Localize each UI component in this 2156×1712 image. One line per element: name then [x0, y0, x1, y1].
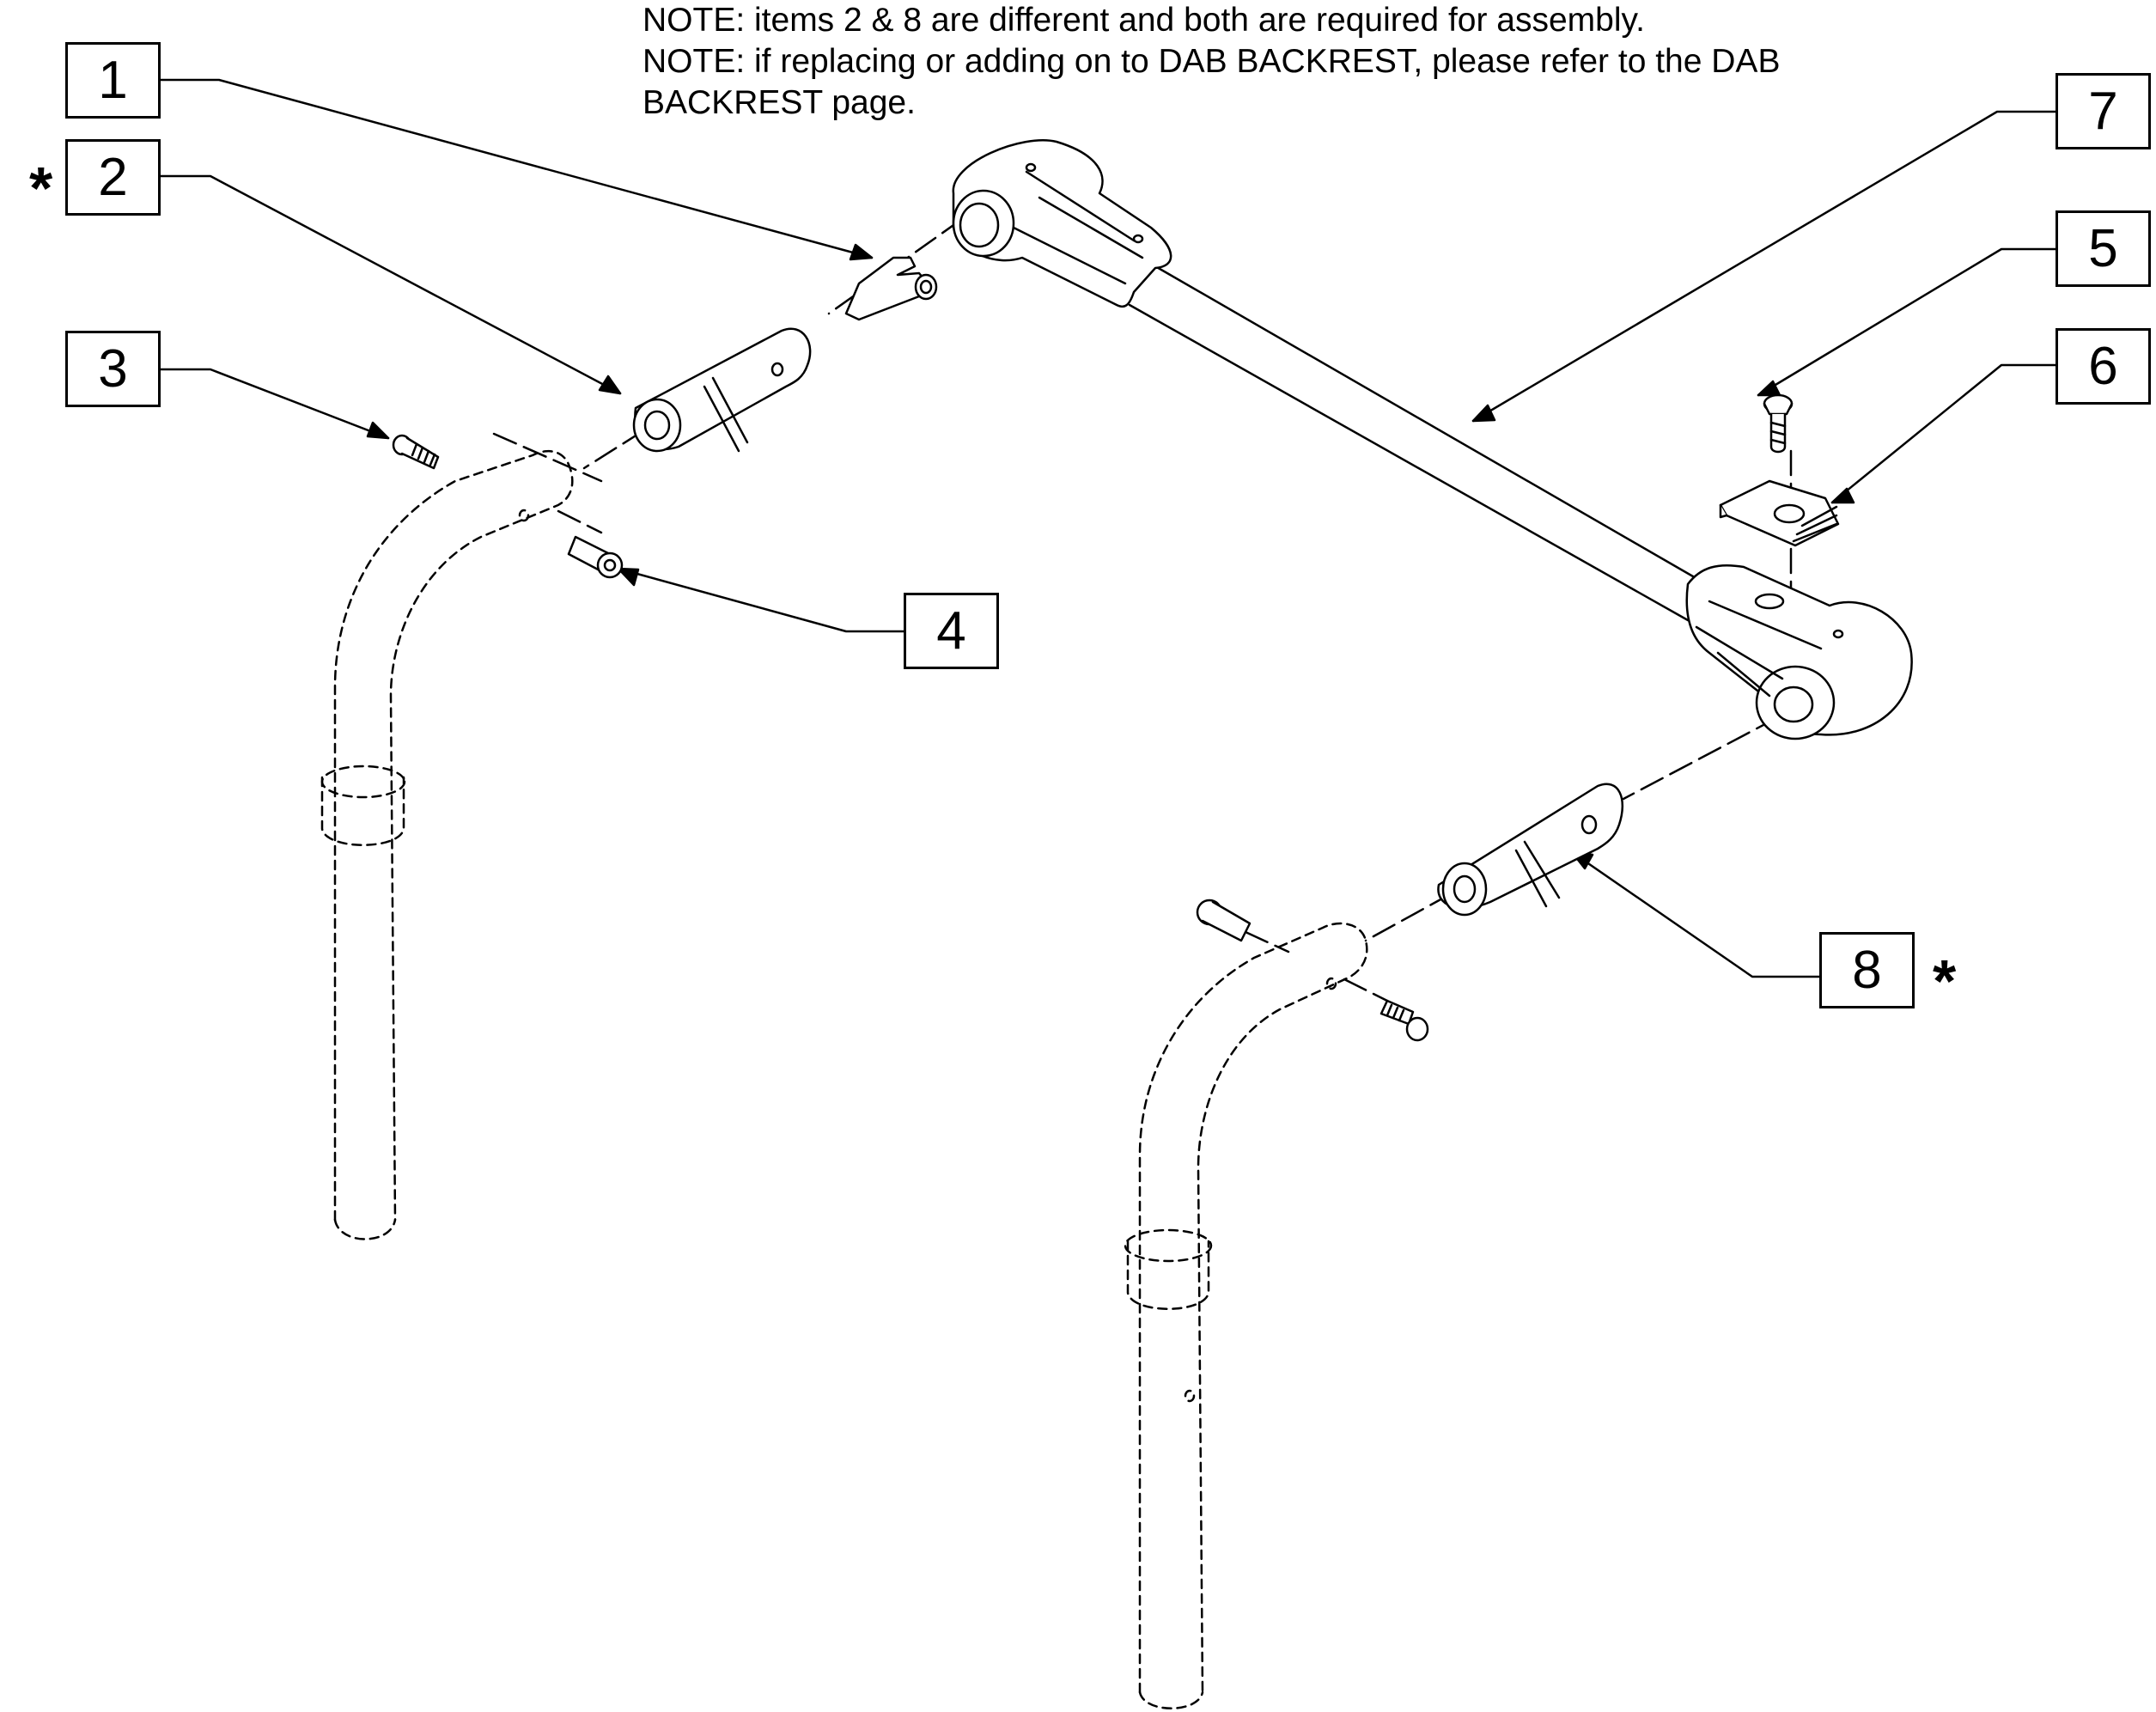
note-line-2: NOTE: if replacing or adding on to DAB B…	[643, 43, 1781, 80]
asterisk-item-2: *	[29, 155, 53, 222]
lever-item-1	[844, 256, 938, 321]
asterisk-item-8: *	[1933, 947, 1957, 1014]
notes-block: NOTE: items 2 & 8 are different and both…	[643, 0, 1780, 124]
pin-item-8	[1437, 783, 1623, 917]
frame-tube-right	[1124, 922, 1368, 1709]
crossbar-item-7	[952, 139, 1913, 740]
frame-tube-left	[320, 449, 574, 1240]
callout-item-5: 5	[2056, 210, 2151, 287]
screw-item-5	[1763, 393, 1794, 454]
rivet-right	[1196, 899, 1252, 942]
leader-lines	[159, 78, 2057, 978]
callout-item-7: 7	[2056, 73, 2151, 149]
callout-item-8: 8	[1819, 932, 1915, 1008]
screw-right	[1379, 999, 1429, 1042]
block-item-6	[1719, 479, 1840, 547]
note-line-3: BACKREST page.	[643, 84, 916, 121]
note-line-1: NOTE: items 2 & 8 are different and both…	[643, 2, 1645, 39]
pin-item-2	[632, 327, 812, 453]
callout-item-1: 1	[65, 42, 161, 119]
rivet-item-4	[567, 535, 624, 579]
callout-item-6: 6	[2056, 328, 2151, 405]
callout-item-3: 3	[65, 331, 161, 407]
screw-item-3	[392, 434, 440, 470]
callout-item-2: 2	[65, 139, 161, 216]
callout-item-4: 4	[904, 593, 999, 669]
assembly-centerlines	[492, 217, 1793, 1002]
